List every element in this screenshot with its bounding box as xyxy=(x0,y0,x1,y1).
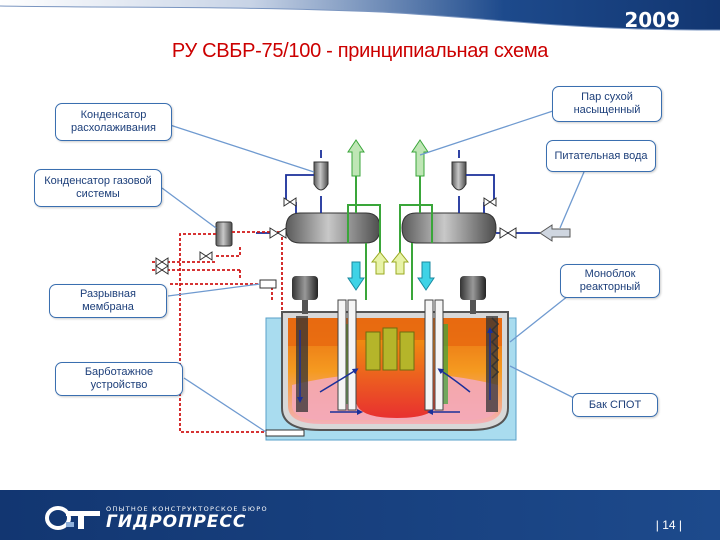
circulation-pump-right xyxy=(460,276,486,314)
page-title: РУ СВБР-75/100 - принципиальная схема xyxy=(171,40,549,62)
label-gas-system-condenser: Конденсатор газовой системы xyxy=(34,169,162,207)
separator-drum-left xyxy=(285,212,381,244)
label-bubbler: Барботажное устройство xyxy=(55,362,183,396)
label-feedwater: Питательная вода xyxy=(546,140,656,172)
header-band xyxy=(0,0,720,31)
org-subtitle: ОПЫТНОЕ КОНСТРУКТОРСКОЕ БЮРО xyxy=(106,505,268,513)
steam-output-arrows xyxy=(347,139,429,275)
org-name: ГИДРОПРЕСС xyxy=(106,512,247,532)
callout-lines xyxy=(161,107,585,433)
footer-band xyxy=(0,490,720,540)
heat-exchanger-coil xyxy=(490,317,500,379)
water-down-arrows xyxy=(347,261,435,291)
circulation-pump-left xyxy=(292,276,318,314)
feedwater-arrow xyxy=(539,224,571,242)
rupture-membrane-element xyxy=(259,279,277,289)
label-dry-steam: Пар сухой насыщенный xyxy=(552,86,662,122)
cooldown-condenser-right xyxy=(451,161,467,191)
year-label: 2009 xyxy=(624,8,680,32)
label-cooldown-condenser: Конденсатор расхолаживания xyxy=(55,103,172,141)
gas-system-condenser xyxy=(215,221,233,247)
flow-arrows xyxy=(297,327,493,415)
label-monoblock: Моноблок реакторный xyxy=(560,264,660,298)
gas-system-pipes xyxy=(152,231,283,433)
label-spot-tank: Бак СПОТ xyxy=(572,393,658,417)
bubbler-element xyxy=(265,429,305,437)
cooldown-condenser-left xyxy=(313,161,329,191)
label-rupture-membrane: Разрывная мембрана xyxy=(49,284,167,318)
company-logo-icon xyxy=(45,506,100,530)
separator-drum-right xyxy=(401,212,497,244)
valves xyxy=(155,197,517,275)
page-number: | 14 | xyxy=(655,518,682,532)
steam-pipes xyxy=(347,148,433,300)
